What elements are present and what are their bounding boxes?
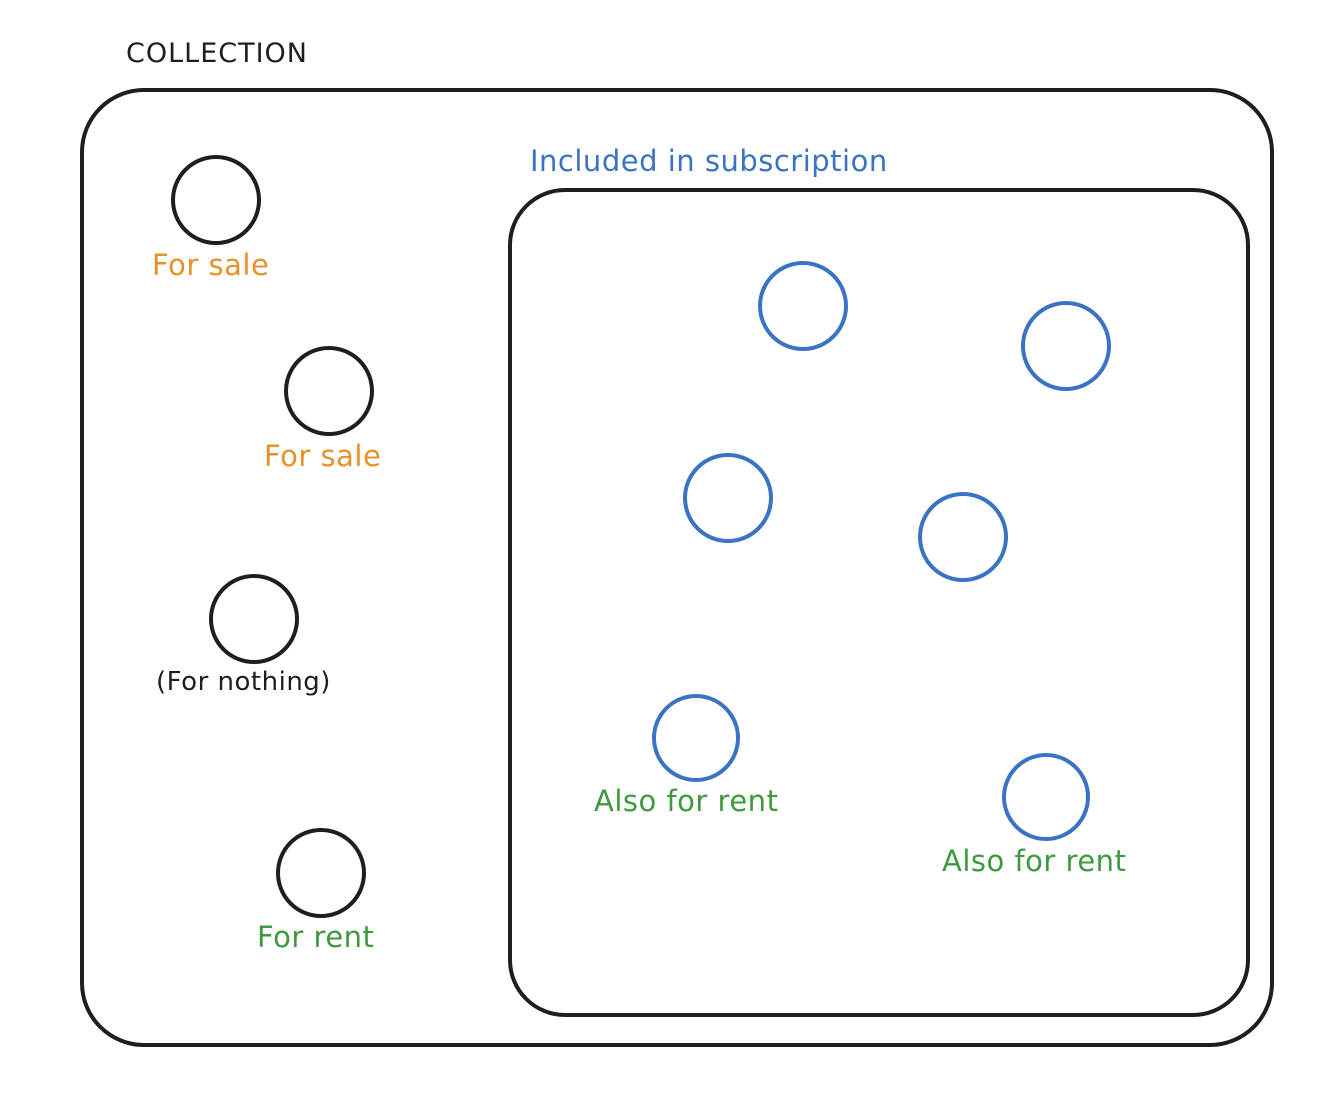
collection-title: COLLECTION: [126, 38, 309, 69]
item-circle-also-for-rent-2: [1002, 753, 1090, 841]
collection-container: [80, 88, 1274, 1047]
subscription-container: [508, 188, 1250, 1017]
item-circle-subscription-4: [918, 492, 1008, 582]
item-label-for-sale-2: For sale: [264, 439, 382, 473]
item-circle-subscription-2: [1021, 301, 1111, 391]
subscription-title: Included in subscription: [530, 144, 888, 178]
item-label-for-sale-1: For sale: [152, 248, 270, 282]
item-circle-subscription-3: [683, 453, 773, 543]
item-circle-for-sale-1: [171, 155, 261, 245]
item-circle-also-for-rent-1: [652, 694, 740, 782]
item-label-also-for-rent-1: Also for rent: [594, 784, 779, 818]
item-circle-subscription-1: [758, 261, 848, 351]
item-circle-for-nothing: [209, 574, 299, 664]
item-label-for-nothing: (For nothing): [156, 667, 331, 697]
item-circle-for-sale-2: [284, 346, 374, 436]
item-label-for-rent: For rent: [257, 920, 375, 954]
item-circle-for-rent: [276, 828, 366, 918]
item-label-also-for-rent-2: Also for rent: [942, 844, 1127, 878]
